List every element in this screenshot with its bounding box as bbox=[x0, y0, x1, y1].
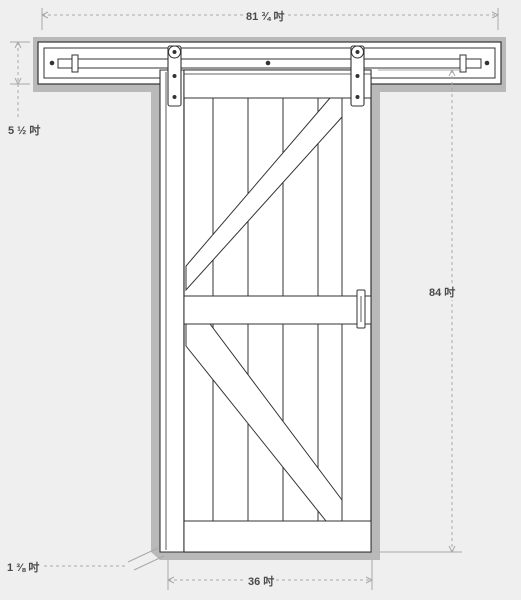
left-hanger bbox=[167, 45, 182, 107]
door-thickness-label: 1 ⅜ 吋 bbox=[5, 559, 42, 575]
middle-rail bbox=[183, 295, 372, 325]
bolt bbox=[49, 60, 55, 66]
bolt bbox=[265, 60, 271, 66]
upper-diagonal-brace bbox=[185, 97, 343, 292]
door-face bbox=[183, 69, 372, 553]
bottom-rail bbox=[183, 520, 372, 553]
left-stop bbox=[71, 54, 79, 73]
right-hanger bbox=[350, 45, 365, 107]
header-height-label: 5 ½ 吋 bbox=[6, 122, 43, 138]
bolt bbox=[484, 60, 490, 66]
overall-width-label: 81 ¾ 吋 bbox=[244, 8, 287, 24]
door-width-label: 36 吋 bbox=[246, 573, 277, 589]
door-side-edge bbox=[159, 69, 185, 553]
right-stop bbox=[459, 54, 467, 73]
lower-diagonal-brace bbox=[185, 323, 343, 522]
door-height-label: 84 吋 bbox=[427, 284, 458, 300]
top-rail bbox=[183, 69, 372, 99]
